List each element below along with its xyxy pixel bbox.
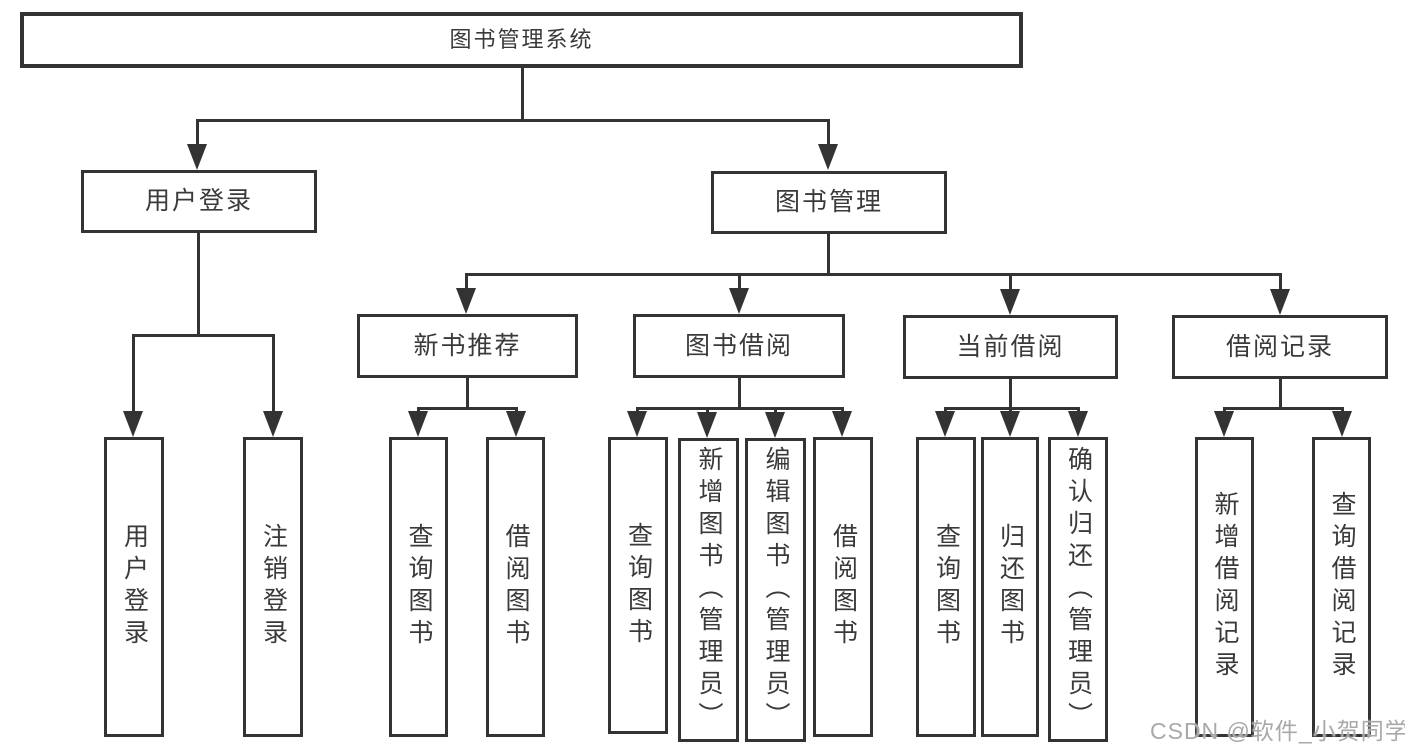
connector-line [465,273,468,291]
node-borrow-add-book: 新增图书（管理员） [678,438,739,742]
node-current-query-book: 查询图书 [916,437,976,737]
arrowhead-down-icon [1214,411,1234,437]
connector-line [132,334,275,337]
arrowhead-down-icon [408,411,428,437]
arrowhead-down-icon [1270,289,1290,315]
watermark: CSDN @软件_小贺同学 [1150,718,1405,744]
arrowhead-down-icon [818,144,838,170]
connector-line [1009,407,1012,414]
arrowhead-down-icon [765,412,785,438]
node-borrowing-records: 借阅记录 [1172,315,1388,379]
node-record-add-record: 新增借阅记录 [1195,437,1254,737]
arrowhead-down-icon [1000,289,1020,315]
connector-line [1223,407,1344,410]
arrowhead-down-icon [456,288,476,314]
node-recommend-borrow-book: 借阅图书 [486,437,545,737]
node-current-confirm-return: 确认归还（管理员） [1048,437,1108,742]
connector-line [944,407,1080,410]
node-logout: 注销登录 [243,437,303,737]
connector-line [738,273,741,291]
connector-line [636,407,844,410]
connector-line [636,407,639,414]
connector-line [1077,407,1080,414]
connector-line [272,334,275,413]
node-borrow-query-book: 查询图书 [608,437,668,734]
connector-line [1279,378,1282,409]
node-book-management: 图书管理 [711,171,947,234]
node-recommend-query-book: 查询图书 [389,437,448,737]
connector-line [841,407,844,414]
connector-line [1009,273,1012,291]
arrowhead-down-icon [627,411,647,437]
arrowhead-down-icon [729,288,749,314]
connector-line [465,273,1282,276]
arrowhead-down-icon [263,411,283,437]
node-borrow-borrow-book: 借阅图书 [813,437,873,737]
connector-line [132,334,135,413]
node-library-management-system: 图书管理系统 [20,12,1023,68]
node-book-borrowing: 图书借阅 [633,314,845,378]
connector-line [1223,407,1226,414]
node-new-book-recommendation: 新书推荐 [357,314,578,378]
connector-line [1009,378,1012,409]
connector-line [196,119,830,122]
connector-line [774,407,777,414]
connector-line [197,231,200,337]
connector-line [466,376,469,409]
arrowhead-down-icon [1068,411,1088,437]
connector-line [944,407,947,414]
arrowhead-down-icon [506,411,526,437]
node-current-return-book: 归还图书 [981,437,1039,737]
arrowhead-down-icon [832,411,852,437]
arrowhead-down-icon [697,412,717,438]
connector-line [1341,407,1344,414]
connector-line [417,407,518,410]
arrowhead-down-icon [1000,411,1020,437]
node-record-query-record: 查询借阅记录 [1312,437,1371,737]
connector-line [706,407,709,414]
connector-line [521,66,524,122]
node-user-login: 用户登录 [104,437,164,737]
arrowhead-down-icon [935,411,955,437]
arrowhead-down-icon [187,144,207,170]
connector-line [417,407,420,414]
arrowhead-down-icon [1332,411,1352,437]
node-borrow-edit-book: 编辑图书（管理员） [745,438,806,742]
connector-line [196,119,199,147]
connector-line [738,376,741,409]
connector-line [827,119,830,147]
node-current-borrowing: 当前借阅 [903,315,1118,379]
node-user-login-group: 用户登录 [81,170,317,233]
arrowhead-down-icon [123,411,143,437]
connector-line [515,407,518,414]
connector-line [1279,273,1282,291]
connector-line [827,232,830,276]
